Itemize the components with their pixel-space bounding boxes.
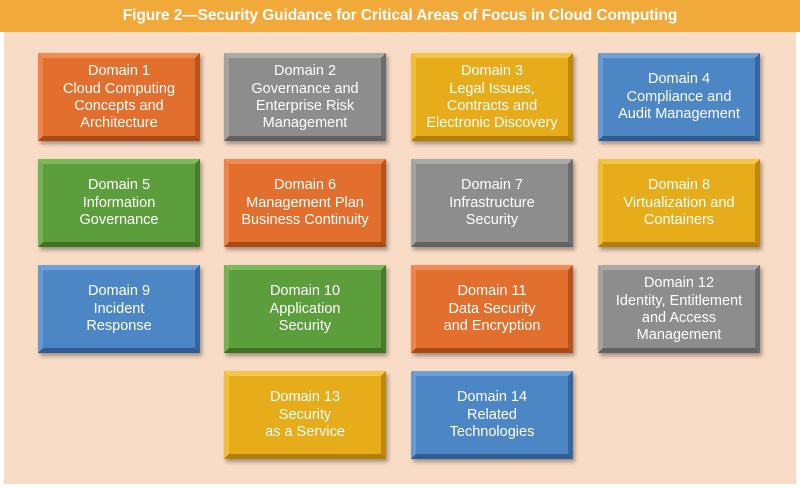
domain-title: Domain 2: [273, 62, 337, 79]
domain-title: Domain 8: [647, 177, 711, 193]
domain-tile-6: Domain 6 Management Plan Business Contin…: [224, 159, 386, 247]
domain-description: Cloud Computing Concepts and Architectur…: [62, 80, 176, 131]
domain-title: Domain 4: [647, 71, 711, 87]
domain-title: Domain 10: [269, 283, 341, 299]
domain-description: Related Technologies: [449, 407, 535, 440]
figure-header: Figure 2—Security Guidance for Critical …: [0, 0, 800, 32]
domains-panel: Domain 1 Cloud Computing Concepts and Ar…: [4, 32, 796, 484]
domain-title: Domain 3: [460, 62, 524, 79]
domain-tile-7: Domain 7 Infrastructure Security: [411, 159, 573, 247]
domain-title: Domain 7: [460, 177, 524, 193]
domain-description: Management Plan Business Continuity: [241, 195, 369, 228]
domain-tile-14: Domain 14 Related Technologies: [411, 371, 573, 459]
domain-tile-2: Domain 2 Governance and Enterprise Risk …: [224, 53, 386, 141]
domain-description: Data Security and Encryption: [443, 301, 541, 334]
domain-description: Security as a Service: [265, 407, 345, 440]
domain-tile-9: Domain 9 Incident Response: [38, 265, 200, 353]
domain-description: Information Governance: [79, 195, 159, 228]
domain-title: Domain 11: [457, 283, 527, 299]
domain-title: Domain 14: [456, 389, 528, 405]
domain-title: Domain 5: [87, 177, 151, 193]
domain-title: Domain 13: [269, 389, 341, 405]
domain-tile-5: Domain 5 Information Governance: [38, 159, 200, 247]
domain-description: Application Security: [269, 301, 341, 334]
domain-tile-11: Domain 11 Data Security and Encryption: [411, 265, 573, 353]
domain-tile-4: Domain 4 Compliance and Audit Management: [598, 53, 760, 141]
domain-tile-13: Domain 13 Security as a Service: [224, 371, 386, 459]
domain-description: Governance and Enterprise Risk Managemen…: [251, 80, 359, 131]
domain-description: Virtualization and Containers: [623, 195, 735, 228]
domain-title: Domain 12: [643, 274, 715, 291]
domain-description: Incident Response: [86, 301, 152, 334]
domain-description: Identity, Entitlement and Access Managem…: [615, 292, 743, 343]
domain-tile-12: Domain 12 Identity, Entitlement and Acce…: [598, 265, 760, 353]
domain-title: Domain 1: [87, 62, 151, 79]
domain-tile-3: Domain 3 Legal Issues, Contracts and Ele…: [411, 53, 573, 141]
domain-tile-10: Domain 10 Application Security: [224, 265, 386, 353]
domain-description: Legal Issues, Contracts and Electronic D…: [426, 80, 558, 131]
domain-tile-8: Domain 8 Virtualization and Containers: [598, 159, 760, 247]
domain-title: Domain 6: [273, 177, 337, 193]
domain-title: Domain 9: [87, 283, 151, 299]
figure-title: Figure 2—Security Guidance for Critical …: [122, 7, 678, 24]
domain-description: Infrastructure Security: [449, 195, 535, 228]
domain-description: Compliance and Audit Management: [618, 89, 740, 122]
domain-tile-1: Domain 1 Cloud Computing Concepts and Ar…: [38, 53, 200, 141]
